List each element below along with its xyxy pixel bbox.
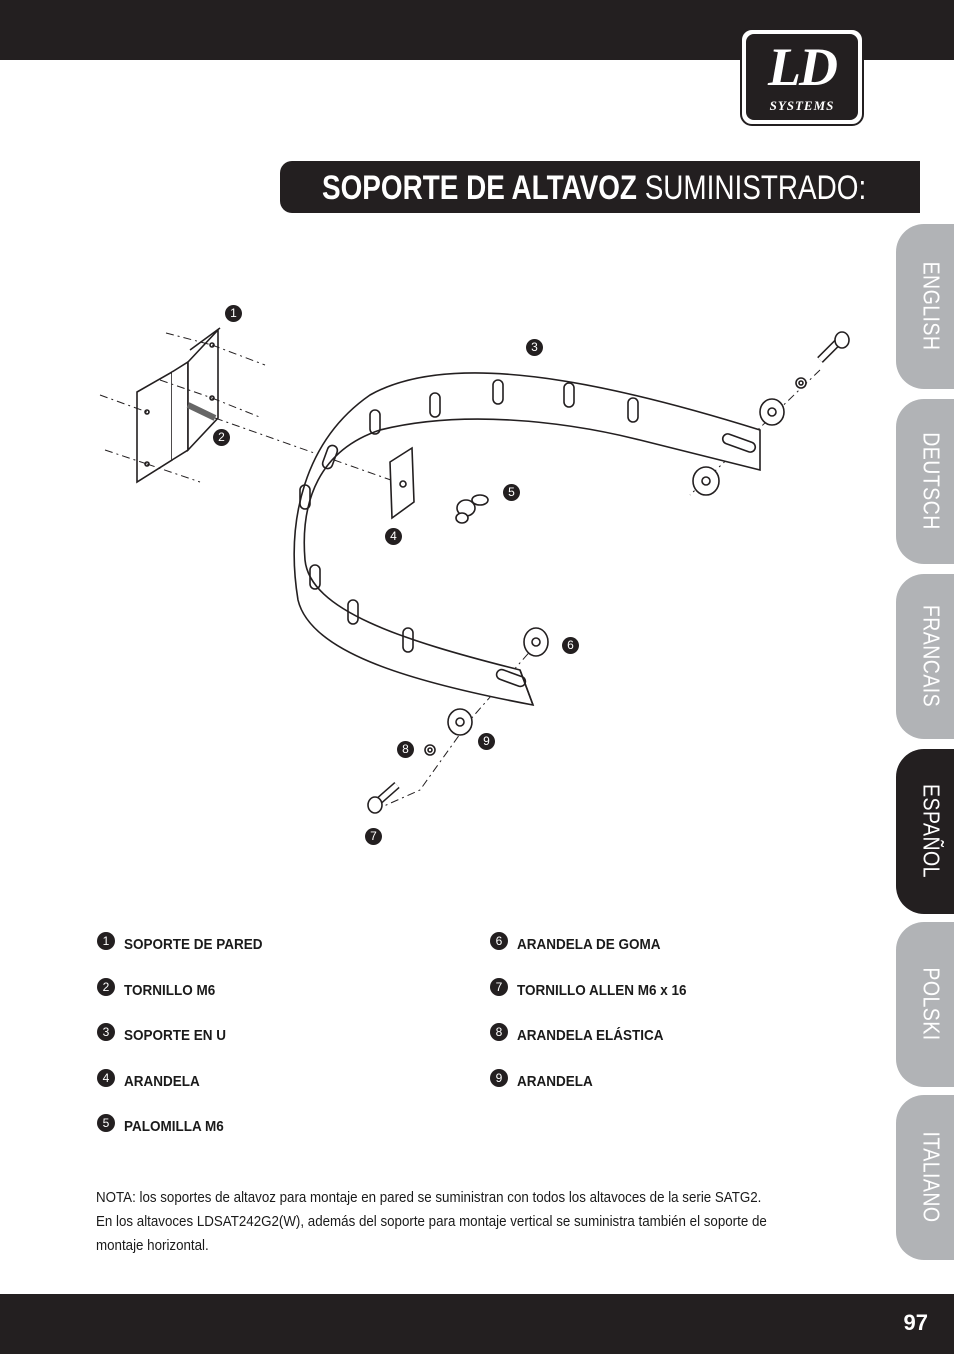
section-title-bar: SOPORTE DE ALTAVOZ SUMINISTRADO:: [280, 161, 920, 213]
tab-deutsch-label: DEUTSCH: [918, 432, 945, 530]
callout-9: 9: [478, 733, 495, 750]
part-number: 5: [97, 1114, 115, 1132]
logo-systems-text: SYSTEMS: [769, 98, 835, 113]
washer-plate-drawing: [389, 446, 415, 520]
section-title: SOPORTE DE ALTAVOZ SUMINISTRADO:: [322, 167, 866, 209]
part-number: 8: [490, 1023, 508, 1041]
tab-francais[interactable]: FRANCAIS: [896, 574, 954, 739]
ld-systems-logo: LD SYSTEMS: [740, 28, 864, 126]
part-label: ARANDELA ELÁSTICA: [517, 1027, 664, 1044]
part-label: SOPORTE EN U: [124, 1027, 227, 1044]
part-label: ARANDELA DE GOMA: [517, 936, 661, 953]
section-title-regular: SUMINISTRADO:: [644, 169, 867, 207]
callout-8: 8: [397, 741, 414, 758]
bracket-exploded-diagram: [99, 327, 850, 814]
tab-polski[interactable]: POLSKI: [896, 922, 954, 1087]
callout-2: 2: [213, 429, 230, 446]
note-line: NOTA: los soportes de altavoz para monta…: [96, 1190, 762, 1206]
tab-deutsch[interactable]: DEUTSCH: [896, 399, 954, 564]
top-hardware-drawing: [692, 331, 850, 496]
callout-6: 6: [562, 637, 579, 654]
page-number: 97: [903, 1310, 928, 1335]
wing-nut-drawing: [455, 494, 489, 524]
part-label: SOPORTE DE PARED: [124, 936, 263, 953]
part-number: 3: [97, 1023, 115, 1041]
tab-italiano[interactable]: ITALIANO: [896, 1095, 954, 1260]
tab-english[interactable]: ENGLISH: [896, 224, 954, 389]
section-title-bold: SOPORTE DE ALTAVOZ: [322, 169, 637, 207]
part-number: 1: [97, 932, 115, 950]
tab-polski-label: POLSKI: [918, 967, 945, 1041]
tab-espanol-label: ESPAÑOL: [918, 784, 945, 878]
callout-5: 5: [503, 484, 520, 501]
note-line: En los altavoces LDSAT242G2(W), además d…: [96, 1214, 767, 1230]
part-number: 9: [490, 1068, 508, 1087]
note-paragraph: NOTA: los soportes de altavoz para monta…: [96, 1186, 866, 1258]
tab-francais-label: FRANCAIS: [918, 604, 945, 708]
tab-espanol[interactable]: ESPAÑOL: [896, 749, 954, 914]
part-label: ARANDELA: [124, 1072, 200, 1090]
part-number: 7: [490, 977, 508, 996]
part-label: ARANDELA: [517, 1072, 593, 1090]
u-bracket-drawing: [293, 372, 761, 707]
part-number: 4: [97, 1068, 115, 1087]
callout-7: 7: [365, 828, 382, 845]
callout-4: 4: [385, 528, 402, 545]
part-number: 2: [97, 977, 115, 996]
logo-ld-text: LD: [768, 37, 838, 97]
wall-bracket-drawing: [136, 327, 221, 484]
part-label: PALOMILLA M6: [124, 1118, 224, 1135]
part-label: TORNILLO M6: [124, 981, 216, 999]
bottom-hardware-drawing: [367, 627, 549, 814]
tab-italiano-label: ITALIANO: [918, 1131, 945, 1223]
note-line: montaje horizontal.: [96, 1238, 209, 1254]
callout-3: 3: [526, 339, 543, 356]
part-label: TORNILLO ALLEN M6 x 16: [517, 981, 687, 999]
bottom-bar: 97: [0, 1294, 954, 1354]
callout-1: 1: [225, 305, 242, 322]
tab-english-label: ENGLISH: [918, 261, 945, 351]
part-number: 6: [490, 932, 508, 950]
